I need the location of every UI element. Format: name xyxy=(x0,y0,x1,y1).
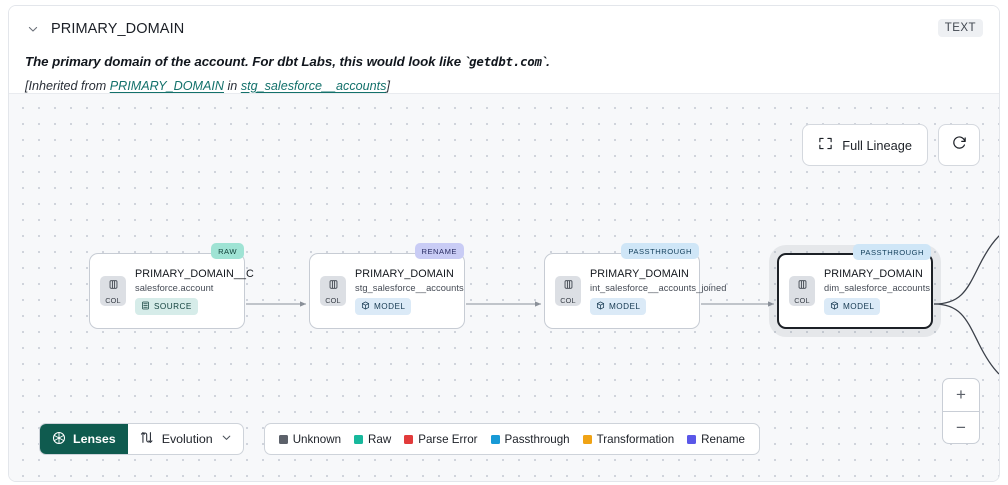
node-kind-badge: SOURCE xyxy=(135,297,198,315)
column-description: The primary domain of the account. For d… xyxy=(25,53,983,71)
legend-swatch xyxy=(582,434,592,444)
column-chip: COL xyxy=(789,276,815,306)
cube-icon xyxy=(361,301,370,312)
column-icon xyxy=(563,277,574,295)
legend-label: Unknown xyxy=(292,432,342,446)
inherited-from: [Inherited from PRIMARY_DOMAIN in stg_sa… xyxy=(25,79,983,93)
legend-item[interactable]: Raw xyxy=(354,433,391,446)
evolution-label: Evolution xyxy=(161,432,213,446)
lens-badge: RAW xyxy=(211,243,244,259)
node-table-name: salesforce.account xyxy=(135,282,214,293)
full-lineage-button[interactable]: Full Lineage xyxy=(802,124,928,166)
node-kind-badge: MODEL xyxy=(824,297,881,315)
evolution-arrows-icon xyxy=(139,430,154,448)
lenses-button[interactable]: Lenses xyxy=(40,424,128,454)
legend-swatch xyxy=(490,434,500,444)
legend-label: Rename xyxy=(701,432,745,446)
description-suffix: `. xyxy=(541,54,550,69)
node-kind-badge: MODEL xyxy=(590,297,647,315)
lens-badge: PASSTHROUGH xyxy=(621,243,699,259)
node-column-name: PRIMARY_DOMAIN xyxy=(590,267,689,280)
node-kind-label: SOURCE xyxy=(154,301,192,311)
node-table-name: int_salesforce__accounts_joined xyxy=(590,282,727,293)
node-kind-badge: MODEL xyxy=(355,297,412,315)
lineage-bottom-bar: Lenses Evolution xyxy=(39,423,760,455)
node-table-name: dim_salesforce_accounts xyxy=(824,282,931,293)
legend-item[interactable]: Transformation xyxy=(582,432,675,446)
legend-item[interactable]: Passthrough xyxy=(490,432,570,446)
legend-item[interactable]: Rename xyxy=(687,433,745,446)
column-icon xyxy=(797,277,808,295)
node-kind-label: MODEL xyxy=(843,301,875,311)
column-icon xyxy=(328,277,339,295)
node-column-name: PRIMARY_DOMAIN xyxy=(824,267,923,280)
zoom-out-button[interactable]: − xyxy=(943,411,979,443)
chevron-down-icon[interactable] xyxy=(25,21,41,37)
legend-item[interactable]: Parse Error xyxy=(404,432,478,446)
inherited-model-link[interactable]: stg_salesforce__accounts xyxy=(240,78,387,93)
lineage-edges xyxy=(246,235,999,375)
aperture-icon xyxy=(52,431,66,448)
description-code: getdbt.com xyxy=(469,54,542,69)
inherited-mid: in xyxy=(224,78,241,93)
column-chip-label: COL xyxy=(105,296,121,305)
page-title: PRIMARY_DOMAIN xyxy=(51,21,185,37)
evolution-dropdown[interactable]: Evolution xyxy=(128,424,243,454)
lineage-node[interactable]: RAW COL PRIMARY_DOMAIN__C salesforce.accoun… xyxy=(89,243,254,329)
zoom-controls: + − xyxy=(942,378,980,444)
node-table-name: stg_salesforce__accounts xyxy=(355,282,464,293)
inherited-prefix: [Inherited from xyxy=(25,78,110,93)
lens-badge: PASSTHROUGH xyxy=(853,244,931,260)
lens-controls: Lenses Evolution xyxy=(39,423,244,455)
legend-label: Transformation xyxy=(596,432,675,446)
inherited-close: ] xyxy=(386,78,390,93)
refresh-icon xyxy=(951,134,968,156)
chevron-down-icon xyxy=(221,432,232,446)
column-chip-label: COL xyxy=(560,296,576,305)
column-icon xyxy=(108,277,119,295)
column-header: PRIMARY_DOMAIN TEXT The primary domain o… xyxy=(9,6,999,93)
legend-label: Raw xyxy=(368,432,392,446)
lineage-toolbar: Full Lineage xyxy=(802,124,980,166)
column-chip: COL xyxy=(320,276,346,306)
lineage-node[interactable]: PASSTHROUGH COL PRIMARY_DOMAIN int_salesfor… xyxy=(544,243,726,329)
description-text: The primary domain of the account. For d… xyxy=(25,54,470,69)
legend-swatch xyxy=(278,434,288,444)
refresh-button[interactable] xyxy=(938,124,980,166)
column-chip-label: COL xyxy=(325,296,341,305)
type-badge: TEXT xyxy=(937,19,983,37)
node-column-name: PRIMARY_DOMAIN__C xyxy=(135,267,254,280)
cube-icon xyxy=(830,301,839,312)
node-body: PRIMARY_DOMAIN int_salesforce__accounts_j… xyxy=(590,268,726,315)
zoom-in-button[interactable]: + xyxy=(956,385,966,404)
lineage-legend: Unknown Raw Parse Error Passthrough Transfor… xyxy=(263,423,760,455)
legend-label: Parse Error xyxy=(418,432,478,446)
legend-swatch xyxy=(404,434,414,444)
lenses-label: Lenses xyxy=(73,432,116,446)
expand-corners-icon xyxy=(818,136,833,154)
legend-label: Passthrough xyxy=(504,432,570,446)
legend-swatch xyxy=(687,434,697,444)
title-row: PRIMARY_DOMAIN xyxy=(25,18,983,40)
legend-item[interactable]: Unknown xyxy=(278,432,342,446)
lineage-node[interactable]: RENAME COL PRIMARY_DOMAIN stg_salesforce__a… xyxy=(309,243,465,329)
lineage-canvas[interactable]: RAW COL PRIMARY_DOMAIN__C salesforce.accoun… xyxy=(9,93,999,481)
column-lineage-panel: PRIMARY_DOMAIN TEXT The primary domain o… xyxy=(8,5,1000,482)
node-kind-label: MODEL xyxy=(374,301,406,311)
database-icon xyxy=(141,301,150,312)
column-chip: COL xyxy=(555,276,581,306)
lineage-node[interactable]: PASSTHROUGH COL PRIMARY_DOMAIN dim_salesfor… xyxy=(777,244,933,329)
full-lineage-label: Full Lineage xyxy=(842,137,912,153)
column-chip-label: COL xyxy=(794,296,810,305)
cube-icon xyxy=(596,301,605,312)
node-column-name: PRIMARY_DOMAIN xyxy=(355,267,454,280)
inherited-column-link[interactable]: PRIMARY_DOMAIN xyxy=(109,78,224,93)
node-kind-label: MODEL xyxy=(609,301,641,311)
legend-swatch xyxy=(354,434,364,444)
column-chip: COL xyxy=(100,276,126,306)
lens-badge: RENAME xyxy=(414,243,464,259)
